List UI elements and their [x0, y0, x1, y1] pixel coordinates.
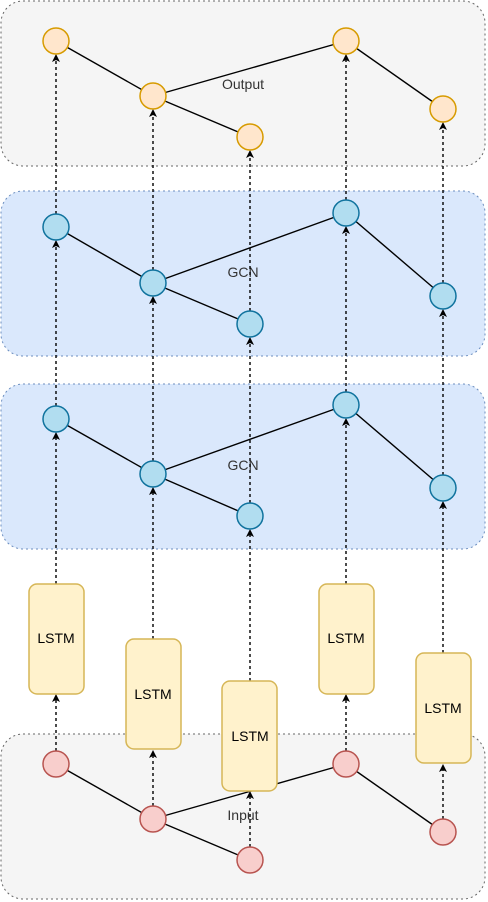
lstm-block-label: LSTM	[327, 630, 364, 646]
input-edge-1-2	[55, 763, 154, 820]
gcn-bottom-edge-4-5	[345, 404, 444, 489]
gcn-bottom-edge-2-4	[152, 404, 347, 475]
lstm-block	[125, 638, 182, 750]
panel-labels: Output GCN GCN Input	[222, 76, 264, 823]
output-node	[236, 123, 264, 151]
input-edge-4-5	[345, 763, 444, 833]
input-edge-2-3	[152, 818, 251, 861]
input-node	[42, 750, 70, 778]
output-panel	[0, 0, 486, 167]
lstm-block-label: LSTM	[134, 686, 171, 702]
gcn-node	[236, 502, 264, 530]
gcn-node	[42, 213, 70, 241]
gcn-top-edge-1-2	[55, 226, 154, 284]
output-node	[332, 27, 360, 55]
gcn-top-nodes	[42, 199, 457, 338]
input-nodes	[42, 750, 457, 874]
gcn-bottom-edge-1-2	[55, 418, 154, 475]
input-node	[429, 818, 457, 846]
gcn-top-panel	[0, 190, 486, 357]
gcn-top-edge-2-3	[152, 282, 251, 325]
lstm-block	[221, 680, 278, 792]
output-edge-4-5	[345, 40, 444, 110]
gcn-node	[332, 199, 360, 227]
gcn-bottom-panel-label: GCN	[227, 457, 258, 473]
output-node	[42, 27, 70, 55]
output-node	[429, 95, 457, 123]
gcn-node	[429, 282, 457, 310]
gcn-top-edge-4-5	[345, 212, 444, 297]
gcn-node	[236, 310, 264, 338]
gcn-node	[332, 391, 360, 419]
output-edge-2-4	[152, 40, 347, 97]
input-node	[332, 750, 360, 778]
lstm-blocks: LSTM LSTM LSTM LSTM LSTM	[28, 583, 472, 792]
lstm-block	[28, 583, 85, 695]
gcn-node	[429, 474, 457, 502]
graph-edges	[55, 40, 444, 861]
lstm-block-label: LSTM	[424, 700, 461, 716]
gcn-bottom-panel	[0, 383, 486, 550]
lstm-block	[415, 652, 472, 764]
gcn-node	[139, 269, 167, 297]
lstm-block	[318, 583, 375, 695]
input-node	[139, 805, 167, 833]
gcn-top-panel-label: GCN	[227, 264, 258, 280]
output-node	[139, 82, 167, 110]
output-edge-2-3	[152, 95, 251, 138]
output-edge-1-2	[55, 40, 154, 97]
input-node	[236, 846, 264, 874]
gcn-node	[139, 460, 167, 488]
flow-arrows	[52, 54, 447, 847]
output-panel-label: Output	[222, 76, 264, 92]
gcn-bottom-edge-2-3	[152, 473, 251, 517]
gcn-node	[42, 405, 70, 433]
output-nodes	[42, 27, 457, 151]
input-panel-label: Input	[227, 807, 258, 823]
gcn-bottom-nodes	[42, 391, 457, 530]
lstm-block-label: LSTM	[231, 728, 268, 744]
lstm-block-label: LSTM	[37, 630, 74, 646]
